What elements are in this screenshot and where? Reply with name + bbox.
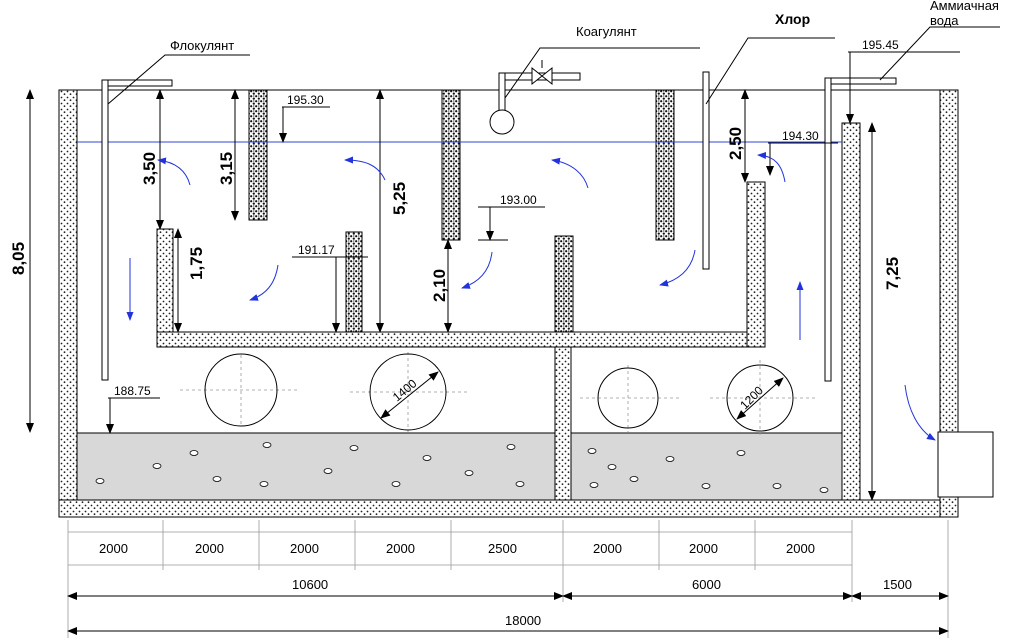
dim-total-height: 8,05	[9, 242, 28, 275]
dim-seg-1: 2000	[99, 541, 128, 556]
dim-5-25: 5,25	[390, 182, 409, 215]
dim-seg-3: 2000	[290, 541, 319, 556]
flow-arrows	[126, 151, 936, 441]
elev-188-75: 188.75	[114, 384, 151, 398]
diameter-1400: 1400	[390, 376, 420, 404]
dim-2-50: 2,50	[726, 127, 745, 160]
inner-left-post	[156, 228, 174, 347]
inner-right-post	[746, 181, 766, 348]
diameter-line-1400	[380, 371, 439, 419]
dim-3-50: 3,50	[140, 152, 159, 185]
outlet-box	[937, 431, 994, 498]
coagulant-label: Коагулянт	[576, 24, 637, 39]
baffle-5	[554, 235, 574, 333]
sludge-bubbles	[95, 442, 829, 493]
diameter-line-1200	[736, 377, 784, 420]
sludge-zone-left	[76, 432, 556, 501]
flocculant-pipe	[101, 79, 173, 381]
dim-seg-8: 2000	[786, 541, 815, 556]
diameter-1200: 1200	[737, 383, 766, 412]
dim-seg-5: 2500	[488, 541, 517, 556]
chlorine-label: Хлор	[775, 11, 810, 27]
elev-188-75-mark	[106, 397, 160, 434]
ammonia-label-1: Аммиачная	[930, 0, 999, 13]
baffle-3	[655, 89, 675, 241]
left-outer-wall	[58, 89, 78, 518]
ammonia-leader	[879, 26, 1000, 81]
center-divider-wall	[554, 346, 572, 501]
pipe-circles	[180, 352, 815, 435]
coagulant-leader	[504, 47, 700, 99]
dim-7-25: 7,25	[883, 257, 902, 290]
dim-18000: 18000	[505, 613, 541, 628]
elev-191-17-mark	[292, 256, 368, 333]
dim-seg-6: 2000	[593, 541, 622, 556]
coagulant-pipe	[489, 60, 581, 135]
right-outer-wall-lower	[939, 496, 959, 518]
elev-194-30: 194.30	[782, 129, 819, 143]
dim-1500: 1500	[883, 577, 912, 592]
dim-10600: 10600	[292, 577, 328, 592]
elev-191-17: 191.17	[298, 243, 335, 257]
dim-seg-2: 2000	[195, 541, 224, 556]
dim-seg-7: 2000	[689, 541, 718, 556]
dim-1-75: 1,75	[187, 247, 206, 280]
dim-2-10: 2,10	[430, 269, 449, 302]
baffle-2	[441, 89, 461, 241]
elev-194-30-mark	[766, 142, 838, 176]
elev-193-00: 193.00	[500, 193, 537, 207]
dim-3-15: 3,15	[217, 152, 236, 185]
elev-195-45-mark	[846, 51, 960, 124]
elev-195-45: 195.45	[862, 38, 899, 52]
elev-193-00-mark	[478, 206, 545, 241]
dim-6000: 6000	[692, 577, 721, 592]
baffle-1	[248, 89, 268, 221]
elev-195-30-mark	[279, 106, 330, 143]
dim-seg-4: 2000	[386, 541, 415, 556]
right-outer-wall	[939, 89, 959, 433]
elev-195-30: 195.30	[287, 93, 324, 107]
flocculant-label: Флокулянт	[170, 38, 234, 53]
flocculant-leader	[107, 54, 250, 105]
ammonia-pipe	[824, 77, 897, 382]
dim-ticks	[67, 520, 949, 638]
ammonia-label-2: вода	[930, 13, 959, 28]
chlorine-pipe	[702, 71, 710, 270]
inner-floor-slab	[156, 331, 766, 348]
bottom-slab	[58, 499, 959, 518]
baffle-4	[345, 231, 363, 333]
right-inner-wall	[841, 122, 861, 501]
chlorine-leader	[705, 37, 835, 105]
